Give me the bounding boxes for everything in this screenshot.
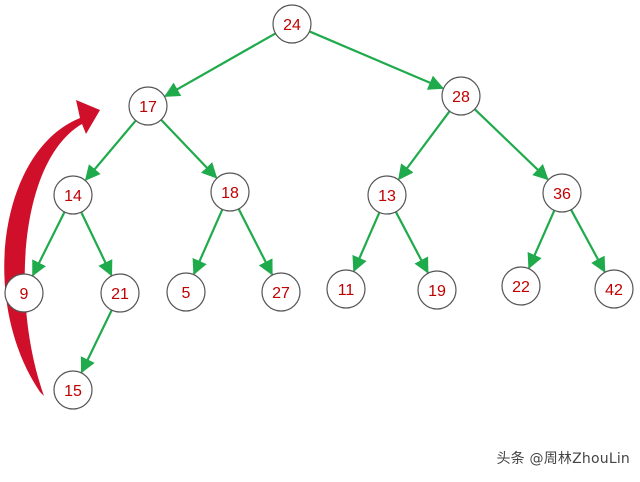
node-circle: [128, 86, 168, 126]
node-label: 21: [111, 286, 129, 303]
node-label: 9: [20, 286, 29, 303]
tree-node: 9: [4, 273, 44, 313]
node-circle: [53, 175, 93, 215]
node-label: 28: [452, 89, 470, 106]
node-label: 11: [338, 282, 355, 299]
tree-node: 13: [367, 175, 407, 215]
edge-24-28: [309, 30, 445, 90]
node-label: 27: [272, 285, 290, 302]
tree-node: 17: [128, 86, 168, 126]
edge-36-22: [527, 209, 556, 270]
node-label: 18: [221, 185, 239, 202]
tree-node: 14: [53, 175, 93, 215]
node-label: 5: [182, 285, 191, 302]
node-label: 36: [553, 186, 571, 203]
edge-24-17: [164, 32, 277, 98]
tree-node: 15: [53, 370, 93, 410]
node-circle: [367, 175, 407, 215]
edge-21-15: [80, 309, 113, 374]
tree-node: 28: [441, 76, 481, 116]
edge-17-18: [160, 118, 218, 179]
node-circle: [272, 4, 312, 44]
swap-arrow-icon: [4, 100, 100, 396]
edge-13-19: [394, 211, 429, 274]
node-circle: [594, 269, 634, 309]
tree-node: 11: [326, 269, 366, 309]
edge-13-11: [352, 211, 381, 273]
node-label: 15: [64, 383, 82, 400]
node-circle: [53, 370, 93, 410]
node-circle: [326, 269, 366, 309]
edge-36-42: [570, 209, 606, 273]
node-circle: [441, 76, 481, 116]
tree-node: 19: [417, 270, 457, 310]
node-label: 22: [512, 279, 530, 296]
node-label: 19: [428, 283, 446, 300]
node-circle: [417, 270, 457, 310]
node-label: 17: [139, 99, 157, 116]
edge-14-21: [80, 211, 113, 277]
edge-18-27: [237, 208, 273, 276]
node-circle: [166, 272, 206, 312]
nodes: 24 17 28 14 18 13 36 9 21 5 27 11 19 22 42 15: [4, 4, 634, 410]
node-circle: [261, 272, 301, 312]
node-label: 13: [378, 188, 396, 205]
node-circle: [4, 273, 44, 313]
edge-18-5: [192, 208, 224, 276]
node-circle: [100, 273, 140, 313]
edge-28-36: [473, 108, 549, 181]
node-circle: [542, 173, 582, 213]
node-label: 14: [64, 188, 82, 205]
tree-node: 24: [272, 4, 312, 44]
tree-node: 5: [166, 272, 206, 312]
edge-28-13: [398, 110, 451, 181]
tree-node: 21: [100, 273, 140, 313]
tree-node: 36: [542, 173, 582, 213]
node-label: 24: [283, 17, 301, 34]
tree-node: 27: [261, 272, 301, 312]
tree-node: 22: [501, 266, 541, 306]
edge-17-14: [84, 119, 137, 181]
watermark: 头条 @周林ZhouLin: [496, 451, 630, 467]
edge-14-9: [31, 211, 66, 277]
node-circle: [210, 172, 250, 212]
edges: [31, 30, 606, 374]
node-label: 42: [605, 282, 623, 299]
tree-node: 18: [210, 172, 250, 212]
node-circle: [501, 266, 541, 306]
tree-node: 42: [594, 269, 634, 309]
